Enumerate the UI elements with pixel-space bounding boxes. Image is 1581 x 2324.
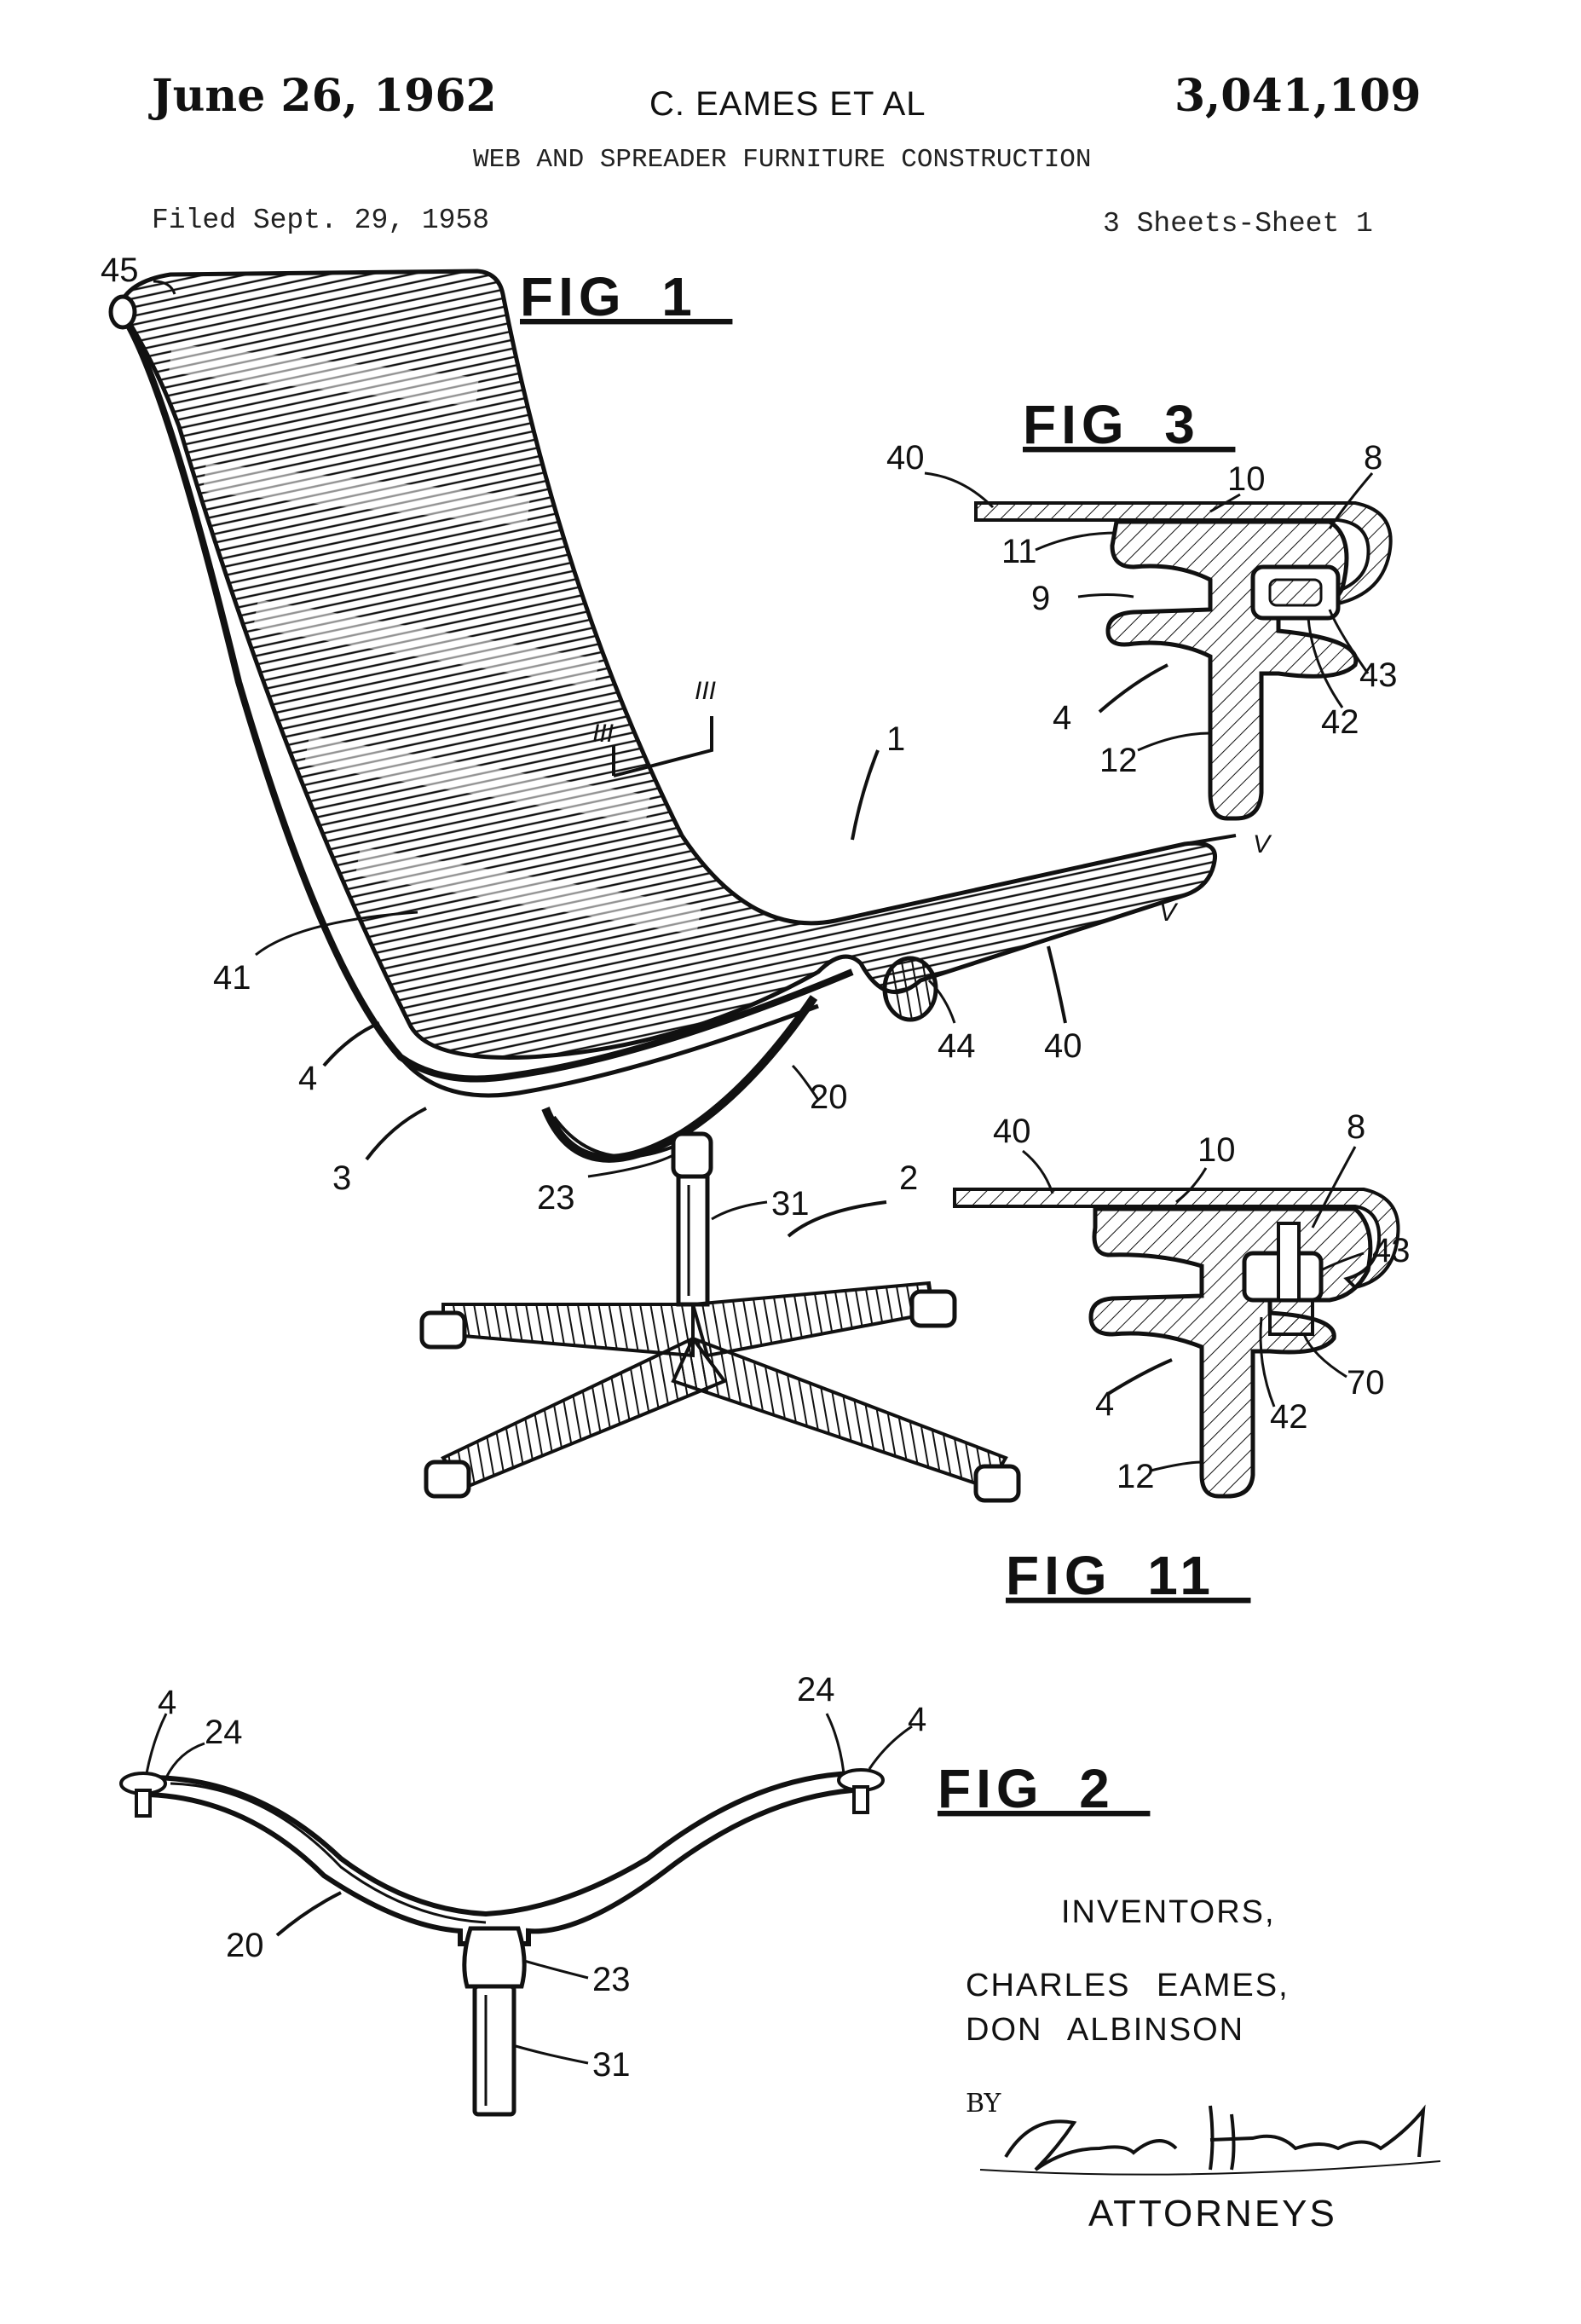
left-rail-cap	[119, 1772, 167, 1818]
fig3-ref-9: 9	[1031, 580, 1050, 617]
ref-section-v-a: V	[1253, 830, 1272, 858]
frame-rail	[124, 322, 854, 1083]
figure-3-section: 40 10 8 11 9 43 42 4 12 FIG_3_	[886, 394, 1398, 821]
fig3-ref-8: 8	[1364, 439, 1382, 477]
by-label: BY	[966, 2089, 1001, 2119]
ref-41: 41	[213, 959, 251, 997]
fig11-frame-section	[1088, 1206, 1373, 1499]
top-roll-edge	[108, 294, 137, 330]
fig3-ref-40: 40	[886, 439, 925, 477]
filed-date: Filed Sept. 29, 1958	[152, 205, 490, 236]
ref-3: 3	[332, 1159, 351, 1197]
fig3-ref-11: 11	[1001, 533, 1037, 570]
figure-3-label: FIG_3_	[1023, 394, 1235, 455]
figure-1-label: FIG_1_	[520, 266, 732, 327]
ref-40: 40	[1044, 1027, 1082, 1065]
patent-date: June 26, 1962	[152, 70, 497, 122]
fig11-ref-42: 42	[1270, 1398, 1308, 1436]
figure-1-chair: 45 1 41 4 3 44 40 20 23 31 2 III III V V…	[101, 251, 1272, 1503]
fig3-ref-43: 43	[1359, 656, 1398, 694]
ref-44: 44	[938, 1027, 976, 1065]
fig11-bolt	[1277, 1222, 1301, 1302]
attorneys-label: ATTORNEYS	[1088, 2193, 1337, 2234]
sheet-count: 3 Sheets-Sheet 1	[1103, 208, 1373, 240]
figure-11-label: FIG_11_	[1006, 1545, 1251, 1606]
fig2-ref-23: 23	[592, 1961, 631, 1998]
fig3-ref-4: 4	[1053, 699, 1071, 737]
fig2-ref-4-right: 4	[908, 1701, 926, 1738]
figure-2-label: FIG_2_	[938, 1758, 1150, 1819]
front-roll-edge	[882, 956, 938, 1022]
hub	[671, 1131, 713, 1179]
fig11-ref-8: 8	[1347, 1108, 1365, 1146]
four-star-base	[419, 1281, 1021, 1503]
ref-section-iii-a: III	[592, 720, 614, 748]
fig11-ref-43: 43	[1372, 1232, 1411, 1269]
spreader-post	[472, 1984, 516, 2117]
fig2-ref-20: 20	[226, 1927, 264, 1964]
fig3-ref-42: 42	[1321, 703, 1359, 741]
figure-2-spreader: 4 24 24 4 20 23 31 FIG_2_	[119, 1671, 1150, 2117]
ref-1: 1	[886, 720, 905, 758]
inventor-short: C. EAMES ET AL	[649, 85, 926, 123]
fig2-ref-24-left: 24	[205, 1714, 243, 1751]
ref-23: 23	[537, 1179, 575, 1217]
fig11-ref-12: 12	[1117, 1458, 1155, 1495]
fig3-ref-12: 12	[1099, 742, 1138, 779]
fig11-ref-10: 10	[1197, 1131, 1236, 1169]
ref-section-v-b: V	[1159, 899, 1179, 927]
ref-45: 45	[101, 251, 139, 289]
ref-4: 4	[298, 1060, 317, 1097]
inventors-heading: INVENTORS,	[1061, 1894, 1276, 1930]
spreader-hub	[462, 1926, 527, 1989]
ref-31: 31	[771, 1185, 810, 1223]
web-highlight	[169, 344, 701, 935]
fig2-ref-31: 31	[592, 2046, 631, 2084]
fig3-ref-10: 10	[1227, 460, 1266, 498]
column	[676, 1174, 710, 1307]
ref-2: 2	[899, 1159, 918, 1197]
fig11-ref-4: 4	[1095, 1385, 1114, 1423]
ref-section-iii-b: III	[695, 677, 716, 705]
fig11-ref-40: 40	[993, 1113, 1031, 1150]
inventor-name-2: DON ALBINSON	[966, 2012, 1245, 2048]
fig2-ref-4-left: 4	[158, 1684, 176, 1721]
patent-title: WEB AND SPREADER FURNITURE CONSTRUCTION	[473, 145, 1092, 175]
fig2-ref-24-right: 24	[797, 1671, 835, 1708]
signature-scrawl	[1004, 2104, 1426, 2171]
spreader-arm	[147, 1770, 855, 1946]
inventor-name-1: CHARLES EAMES,	[966, 1968, 1290, 2003]
patent-number: 3,041,109	[1174, 70, 1422, 122]
ref-20: 20	[810, 1078, 848, 1116]
figure-11-section: 40 10 8 43 70 42 4 12 FIG_11_	[953, 1108, 1411, 1606]
fig11-ref-70: 70	[1347, 1364, 1385, 1402]
right-rail-cap	[837, 1768, 885, 1814]
